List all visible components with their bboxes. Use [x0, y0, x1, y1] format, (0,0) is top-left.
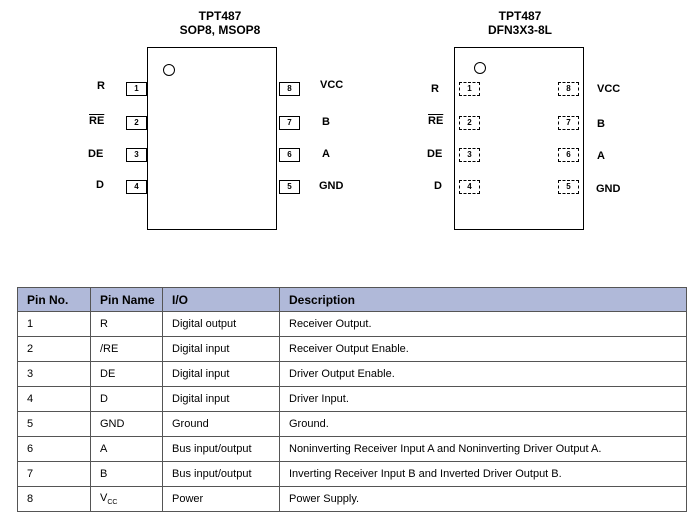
pin-2: 2	[126, 116, 147, 130]
cell-pin-no: 4	[17, 386, 91, 412]
cell-pin-name: /RE	[90, 336, 163, 362]
header-pin-no: Pin No.	[17, 287, 91, 312]
cell-pin-no: 1	[17, 311, 91, 337]
chip-body	[147, 47, 277, 230]
pin-label-re: RE	[89, 115, 105, 127]
table-row: 2 /RE Digital input Receiver Output Enab…	[17, 336, 687, 362]
cell-pin-name-vcc: VCC	[90, 486, 163, 512]
pin-2: 2	[459, 116, 480, 130]
table-row: 5 GND Ground Ground.	[17, 411, 687, 437]
header-description: Description	[279, 287, 687, 312]
pin-5: 5	[279, 180, 300, 194]
package-type: DFN3X3-8L	[487, 23, 552, 37]
pin-8: 8	[279, 82, 300, 96]
pin-1: 1	[126, 82, 147, 96]
cell-pin-name: B	[90, 461, 163, 487]
cell-io: Power	[162, 486, 280, 512]
cell-io: Digital input	[162, 386, 280, 412]
cell-pin-name: DE	[90, 361, 163, 387]
cell-description: Noninverting Receiver Input A and Noninv…	[279, 436, 687, 462]
pin-label-r: R	[431, 83, 439, 95]
pin-1: 1	[459, 82, 480, 96]
pin-3: 3	[459, 148, 480, 162]
pin-4: 4	[459, 180, 480, 194]
pin-label-d: D	[96, 179, 104, 191]
pin-label-gnd: GND	[596, 183, 621, 195]
cell-pin-no: 3	[17, 361, 91, 387]
cell-description: Power Supply.	[279, 486, 687, 512]
pin-label-b: B	[597, 118, 605, 130]
table-row: 6 A Bus input/output Noninverting Receiv…	[17, 436, 687, 462]
cell-pin-no: 6	[17, 436, 91, 462]
cell-io: Bus input/output	[162, 436, 280, 462]
header-pin-name: Pin Name	[90, 287, 163, 312]
cell-pin-name: GND	[90, 411, 163, 437]
package-part-number: TPT487	[498, 9, 542, 23]
cell-pin-name: R	[90, 311, 163, 337]
package-title: TPT487 SOP8, MSOP8	[150, 9, 290, 37]
cell-io: Digital output	[162, 311, 280, 337]
table-row: 8 VCC Power Power Supply.	[17, 486, 687, 512]
pin-label-a: A	[597, 150, 605, 162]
pin-label-r: R	[97, 80, 105, 92]
cell-description: Driver Output Enable.	[279, 361, 687, 387]
pin-label-b: B	[322, 116, 330, 128]
pin-label-de: DE	[88, 148, 104, 160]
pin-7: 7	[558, 116, 579, 130]
pin-3: 3	[126, 148, 147, 162]
vcc-main: V	[100, 491, 108, 504]
package-type: SOP8, MSOP8	[179, 23, 261, 37]
cell-description: Receiver Output Enable.	[279, 336, 687, 362]
pin1-marker-icon	[163, 64, 175, 76]
pin-8: 8	[558, 82, 579, 96]
cell-description: Driver Input.	[279, 386, 687, 412]
package-title: TPT487 DFN3X3-8L	[450, 9, 590, 37]
cell-io: Ground	[162, 411, 280, 437]
cell-description: Ground.	[279, 411, 687, 437]
cell-io: Digital input	[162, 336, 280, 362]
cell-pin-no: 7	[17, 461, 91, 487]
table-row: 7 B Bus input/output Inverting Receiver …	[17, 461, 687, 487]
cell-description: Receiver Output.	[279, 311, 687, 337]
cell-io: Bus input/output	[162, 461, 280, 487]
pin1-marker-icon	[474, 62, 486, 74]
vcc-subscript: CC	[107, 499, 118, 507]
chip-body	[454, 47, 584, 230]
pin-6: 6	[558, 148, 579, 162]
cell-pin-no: 2	[17, 336, 91, 362]
cell-pin-name: D	[90, 386, 163, 412]
cell-description: Inverting Receiver Input B and Inverted …	[279, 461, 687, 487]
pin-label-a: A	[322, 148, 330, 160]
cell-io: Digital input	[162, 361, 280, 387]
pin-7: 7	[279, 116, 300, 130]
pin-description-table: Pin No. Pin Name I/O Description 1 R Dig…	[17, 287, 687, 512]
pin-5: 5	[558, 180, 579, 194]
pin-label-gnd: GND	[319, 180, 344, 192]
pin-label-vcc: VCC	[320, 79, 344, 91]
pin-label-d: D	[434, 180, 442, 192]
table-header-row: Pin No. Pin Name I/O Description	[17, 287, 687, 312]
pin-label-re: RE	[428, 115, 444, 127]
header-io: I/O	[162, 287, 280, 312]
cell-pin-no: 8	[17, 486, 91, 512]
pin-label-de: DE	[427, 148, 443, 160]
pin-4: 4	[126, 180, 147, 194]
cell-pin-no: 5	[17, 411, 91, 437]
table-row: 1 R Digital output Receiver Output.	[17, 311, 687, 337]
cell-pin-name: A	[90, 436, 163, 462]
table-row: 4 D Digital input Driver Input.	[17, 386, 687, 412]
package-part-number: TPT487	[198, 9, 242, 23]
pin-6: 6	[279, 148, 300, 162]
table-row: 3 DE Digital input Driver Output Enable.	[17, 361, 687, 387]
pin-label-vcc: VCC	[597, 83, 621, 95]
